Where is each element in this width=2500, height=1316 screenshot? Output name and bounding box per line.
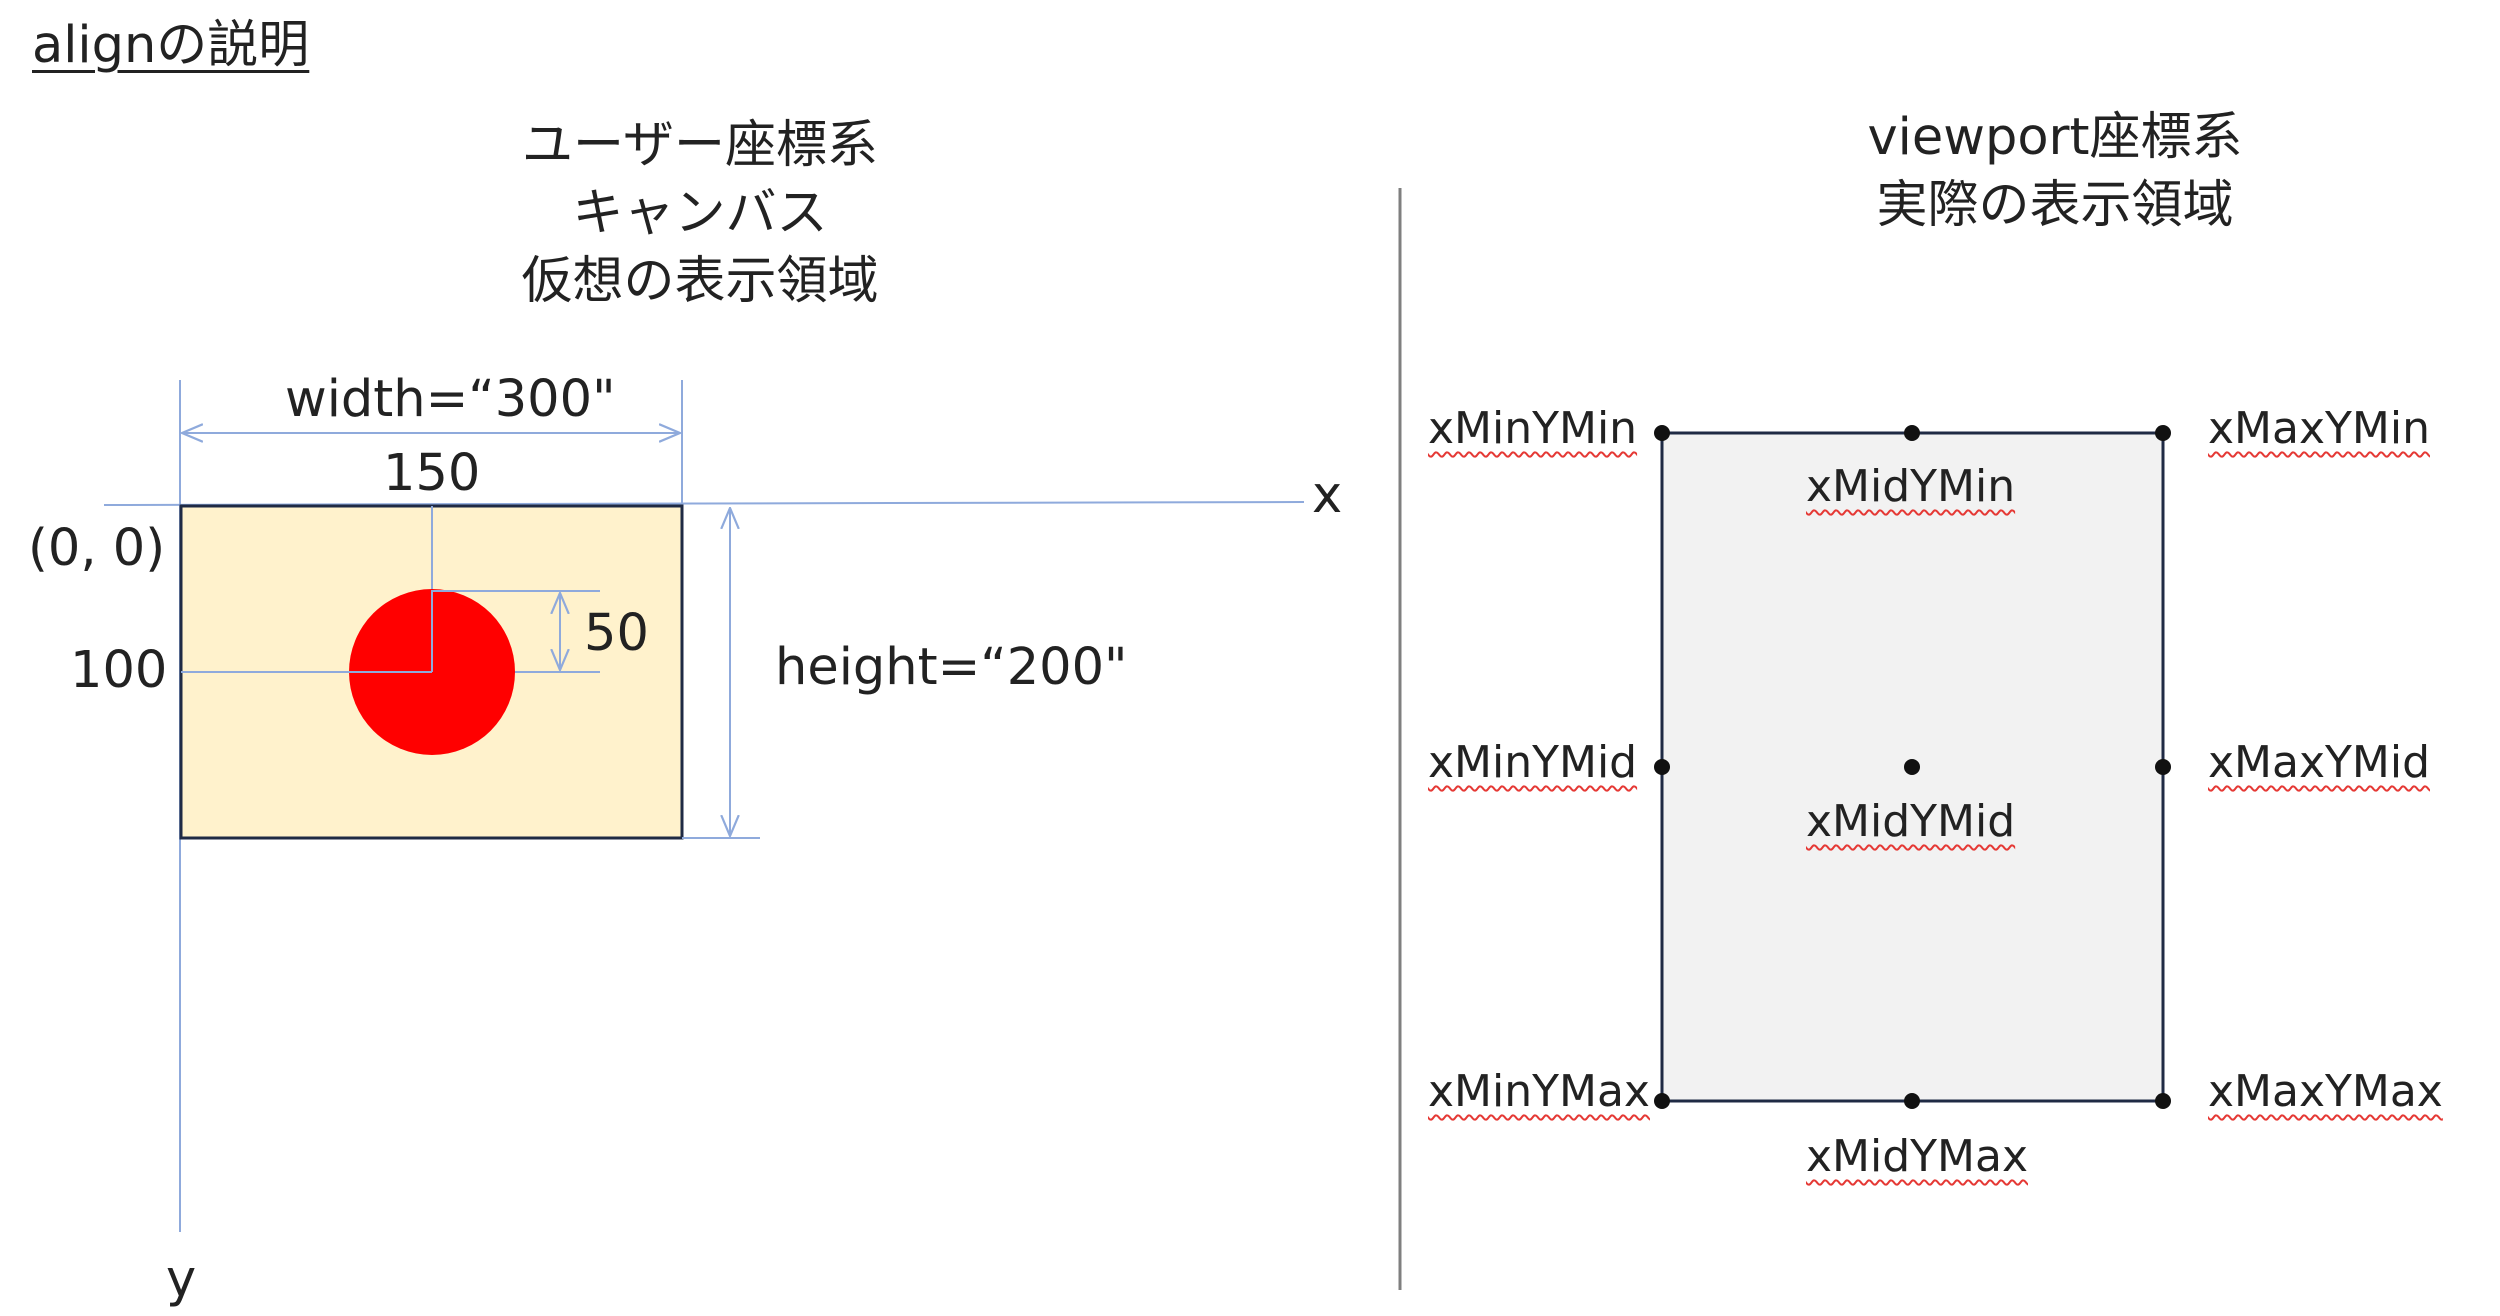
anchor-dot-xMaxYMid	[2155, 759, 2171, 775]
heading-line-viewport-coordinate: viewport座標系	[1867, 108, 2243, 167]
height-label: height=“200"	[775, 638, 1128, 697]
anchor-label-xMinYMin: xMinYMin	[1428, 403, 1638, 454]
anchor-dot-xMidYMid	[1904, 759, 1920, 775]
center-y-label: 100	[70, 641, 168, 700]
anchor-dot-xMidYMax	[1904, 1093, 1920, 1109]
anchor-dot-xMaxYMin	[2155, 425, 2171, 441]
left-panel-heading: ユーザー座標系 キャンバス 仮想の表示領域	[450, 112, 950, 316]
heading-line-virtual-area: 仮想の表示領域	[521, 252, 879, 311]
anchor-dot-xMinYMax	[1654, 1093, 1670, 1109]
x-axis-label: x	[1312, 466, 1343, 525]
anchor-dot-xMaxYMax	[2155, 1093, 2171, 1109]
width-label: width=“300"	[285, 370, 616, 429]
anchor-dot-xMinYMid	[1654, 759, 1670, 775]
anchor-label-xMaxYMax: xMaxYMax	[2208, 1066, 2443, 1117]
anchor-label-xMaxYMin: xMaxYMin	[2208, 403, 2430, 454]
origin-label: (0, 0)	[28, 519, 166, 578]
y-axis-label: y	[166, 1250, 197, 1309]
heading-line-actual-area: 実際の表示領域	[1876, 176, 2234, 235]
center-x-label: 150	[383, 444, 481, 503]
heading-line-user-coordinate: ユーザー座標系	[522, 116, 878, 175]
right-panel-heading: viewport座標系 実際の表示領域	[1805, 104, 2305, 240]
anchor-dot-xMinYMin	[1654, 425, 1670, 441]
page-title: alignの説明	[32, 16, 310, 75]
anchor-label-xMidYMid: xMidYMid	[1806, 796, 2016, 847]
anchor-label-xMinYMid: xMinYMid	[1428, 737, 1638, 788]
heading-line-canvas: キャンバス	[572, 184, 828, 243]
anchor-label-xMidYMax: xMidYMax	[1806, 1131, 2028, 1182]
anchor-label-xMinYMax: xMinYMax	[1428, 1066, 1650, 1117]
anchor-label-xMaxYMid: xMaxYMid	[2208, 737, 2430, 788]
radius-label: 50	[584, 604, 649, 663]
anchor-label-xMidYMin: xMidYMin	[1806, 461, 2016, 512]
anchor-dot-xMidYMin	[1904, 425, 1920, 441]
